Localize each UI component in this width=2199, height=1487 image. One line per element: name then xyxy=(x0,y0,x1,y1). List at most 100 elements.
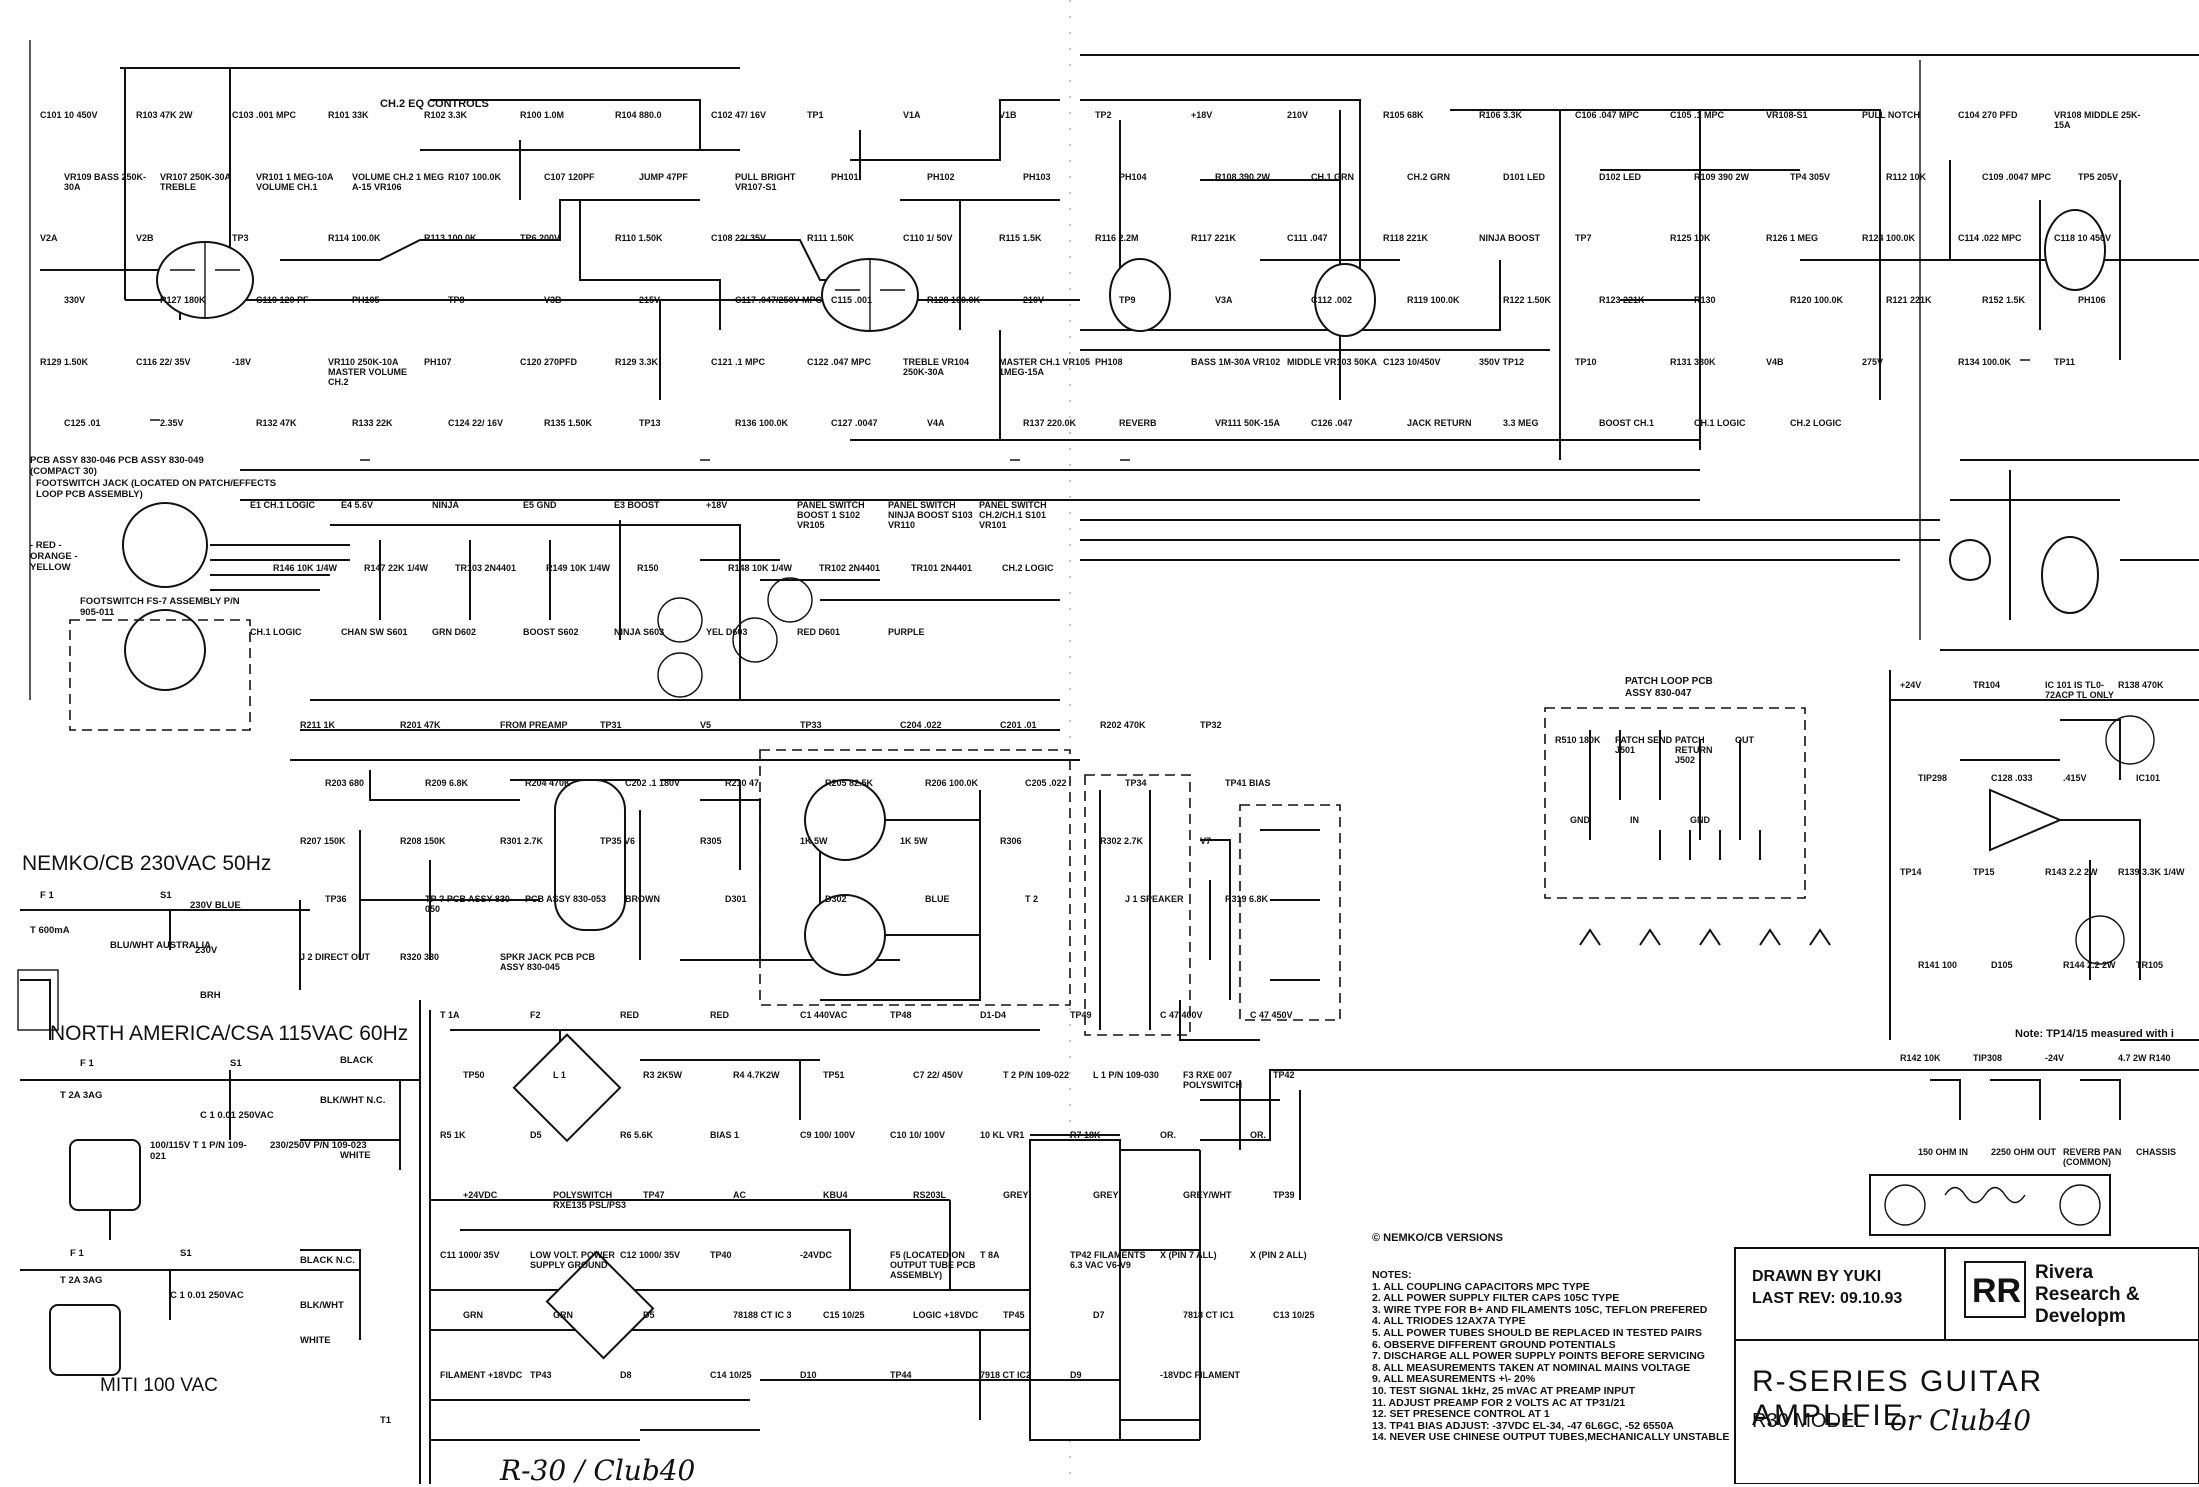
component-label: AC xyxy=(733,1190,746,1200)
component-label: TP49 xyxy=(1070,1010,1092,1020)
component-label: E1 CH.1 LOGIC xyxy=(250,500,316,510)
component-label: 1K 5W xyxy=(900,836,928,846)
component-label: D1-D4 xyxy=(980,1010,1007,1020)
mains-label: BLACK xyxy=(340,1055,374,1066)
component-label: FILAMENT +18VDC xyxy=(440,1370,523,1380)
component-label: R139 3.3K 1/4W xyxy=(2118,867,2185,877)
mains-label: C 1 0.01 250VAC xyxy=(170,1290,244,1301)
component-label: R5 1K xyxy=(440,1130,466,1140)
component-label: D102 LED xyxy=(1599,172,1642,182)
component-label: V4B xyxy=(1766,357,1784,367)
component-label: TP31 xyxy=(600,720,622,730)
preamp-tubes xyxy=(156,209,2106,614)
component-label: R7 18K xyxy=(1070,1130,1101,1140)
component-label: 330V xyxy=(64,295,86,305)
component-label: R123 221K xyxy=(1599,295,1645,305)
tube-v3b xyxy=(1109,258,1171,332)
component-label: GREY/WHT xyxy=(1183,1190,1232,1200)
component-label: PCB ASSY 830-053 xyxy=(525,894,607,904)
model-label: R30 MODEL xyxy=(1752,1410,1866,1432)
component-label: JUMP 47PF xyxy=(639,172,688,182)
component-label: C15 10/25 xyxy=(823,1310,865,1320)
component-label: R142 10K xyxy=(1900,1053,1941,1063)
drawn-by: DRAWN BY YUKI xyxy=(1752,1268,1882,1285)
eq-controls-title: CH.2 EQ CONTROLS xyxy=(380,98,489,110)
component-label: R105 68K xyxy=(1383,110,1424,120)
component-label: VOLUME CH.2 1 MEG A-15 VR106 xyxy=(352,172,445,192)
component-label: R138 470K xyxy=(2118,680,2164,690)
component-label: BROWN xyxy=(625,894,660,904)
component-label: OUT xyxy=(1735,735,1754,745)
component-label: TP43 xyxy=(530,1370,552,1380)
component-label: C11 1000/ 35V xyxy=(440,1250,500,1260)
component-label: 350V TP12 xyxy=(1479,357,1525,367)
component-label: 1K 5W xyxy=(800,836,828,846)
component-label: C10 10/ 100V xyxy=(890,1130,946,1140)
component-label: VR107 250K-30A TREBLE xyxy=(160,172,231,192)
component-label: L 1 xyxy=(553,1070,566,1080)
component-label: BOOST S602 xyxy=(523,627,579,637)
component-label: R3 2K5W xyxy=(643,1070,683,1080)
component-label: TP40 xyxy=(710,1250,732,1260)
component-label: CH.2 LOGIC xyxy=(1002,563,1054,573)
component-label: R125 10K xyxy=(1670,233,1711,243)
note-item: 10. TEST SIGNAL 1kHz, 25 mVAC AT PREAMP … xyxy=(1372,1384,1636,1397)
component-label: V4A xyxy=(927,418,945,428)
component-label: TP32 xyxy=(1200,720,1222,730)
component-label: TIP308 xyxy=(1973,1053,2003,1063)
component-label: CH.1 LOGIC xyxy=(250,627,302,637)
component-label: V2A xyxy=(40,233,58,243)
component-label: R131 330K xyxy=(1670,357,1716,367)
component-label: F3 RXE 007 POLYSWITCH xyxy=(1183,1070,1243,1090)
mains-label: WHITE xyxy=(340,1150,371,1161)
note-item: 14. NEVER USE CHINESE OUTPUT TUBES,MECHA… xyxy=(1372,1431,1730,1444)
component-label: TP35 V6 xyxy=(600,836,636,846)
company-logo xyxy=(1964,1261,2026,1318)
handwritten-footer: R-30 / Club40 xyxy=(500,1454,696,1487)
component-label: R143 2.2 2W xyxy=(2045,867,2098,877)
component-label: MIDDLE VR103 50KA xyxy=(1287,357,1378,367)
component-label: IC101 xyxy=(2136,773,2161,783)
component-label: PATCH RETURN J502 xyxy=(1675,735,1713,765)
component-label: RS203L xyxy=(913,1190,947,1200)
component-label: R152 1.5K xyxy=(1982,295,2026,305)
component-label: TP ? PCB ASSY 830-050 xyxy=(425,894,513,914)
component-label: D7 xyxy=(1093,1310,1105,1320)
mains-label: S1 xyxy=(230,1058,242,1069)
component-label: TP4 305V xyxy=(1790,172,1831,182)
mains-section xyxy=(17,900,421,1484)
note-item: 11. ADJUST PREAMP FOR 2 VOLTS AC AT TP31… xyxy=(1372,1396,1626,1409)
component-label: R205 82.5K xyxy=(825,778,874,788)
component-label: D8 xyxy=(620,1370,632,1380)
component-label: 4.7 2W R140 xyxy=(2118,1053,2171,1063)
component-label: R319 6.8K xyxy=(1225,894,1269,904)
component-label: +24VDC xyxy=(463,1190,498,1200)
component-label: LOW VOLT. POWER SUPPLY GROUND xyxy=(530,1250,615,1270)
mains-label: T 2A 3AG xyxy=(60,1090,103,1101)
component-label: R211 1K xyxy=(300,720,336,730)
component-label: 215V xyxy=(639,295,661,305)
component-label: GRN D602 xyxy=(432,627,477,637)
component-label: R207 150K xyxy=(300,836,346,846)
component-label: R120 100.0K xyxy=(1790,295,1844,305)
component-label: C119 120 PF xyxy=(256,295,309,305)
component-label: TR104 xyxy=(1973,680,2001,690)
component-label: C107 120PF xyxy=(544,172,595,182)
component-label: C123 10/450V xyxy=(1383,357,1441,367)
component-label: SPKR JACK PCB PCB ASSY 830-045 xyxy=(500,952,596,972)
component-label: R130 xyxy=(1694,295,1716,305)
component-label: VR110 250K-10A MASTER VOLUME CH.2 xyxy=(328,357,408,387)
component-label: TP45 xyxy=(1003,1310,1025,1320)
component-label: V1B xyxy=(999,110,1017,120)
component-label: RED xyxy=(620,1010,640,1020)
component-label: R203 680 xyxy=(325,778,365,788)
component-label: E3 BOOST xyxy=(614,500,660,510)
mains-label: T 600mA xyxy=(30,925,70,936)
component-label: C122 .047 MPC xyxy=(807,357,872,367)
component-label: R301 2.7K xyxy=(500,836,544,846)
component-label: R100 1.0M xyxy=(520,110,565,120)
component-label: TP3 xyxy=(232,233,249,243)
component-label: R320 330 xyxy=(400,952,440,962)
component-label: X (PIN 2 ALL) xyxy=(1250,1250,1307,1260)
mains-label: BLU/WHT AUSTRALIA xyxy=(110,940,211,951)
